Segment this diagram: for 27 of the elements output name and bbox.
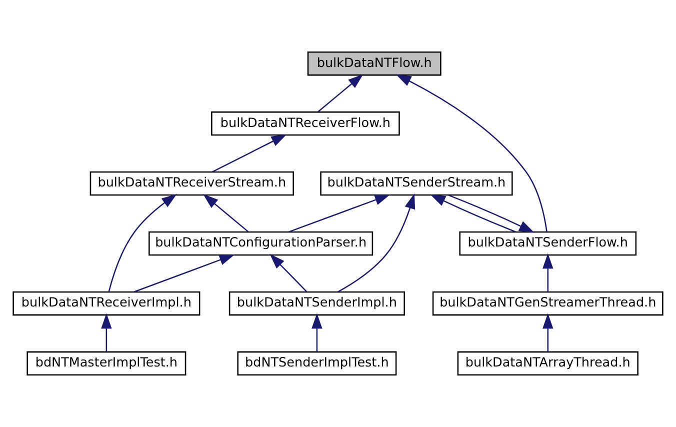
arrow	[396, 74, 548, 232]
node-box: bulkDataNTReceiverStream.h	[90, 171, 294, 196]
node-box: bulkDataNTSenderImpl.h	[228, 291, 405, 316]
node-box: bulkDataNTConfigurationParser.h	[148, 231, 374, 256]
node-box: bulkDataNTGenStreamerThread.h	[432, 291, 664, 316]
arrow	[101, 313, 112, 352]
node-box: bdNTMasterImplTest.h	[26, 351, 186, 376]
arrow	[288, 194, 390, 233]
node-box: bulkDataNTFlow.h	[307, 51, 442, 76]
arrow	[212, 134, 287, 173]
node-box: bulkDataNTSenderFlow.h	[459, 231, 637, 256]
node-box: bulkDataNTReceiverImpl.h	[12, 291, 200, 316]
node-box: bulkDataNTArrayThread.h	[457, 351, 638, 376]
arrow	[270, 254, 308, 292]
arrow	[318, 74, 364, 112]
arrow	[312, 313, 322, 352]
node-box: bulkDataNTSenderStream.h	[320, 171, 513, 196]
arrow	[448, 194, 534, 233]
arrow	[542, 313, 554, 352]
arrow	[338, 193, 416, 292]
arrow	[202, 194, 249, 232]
arrow	[108, 194, 177, 292]
node-box: bdNTSenderImplTest.h	[237, 351, 397, 376]
arrow	[134, 254, 235, 292]
node-box: bulkDataNTReceiverFlow.h	[211, 111, 400, 136]
arrow	[430, 194, 516, 233]
arrow	[542, 253, 554, 292]
